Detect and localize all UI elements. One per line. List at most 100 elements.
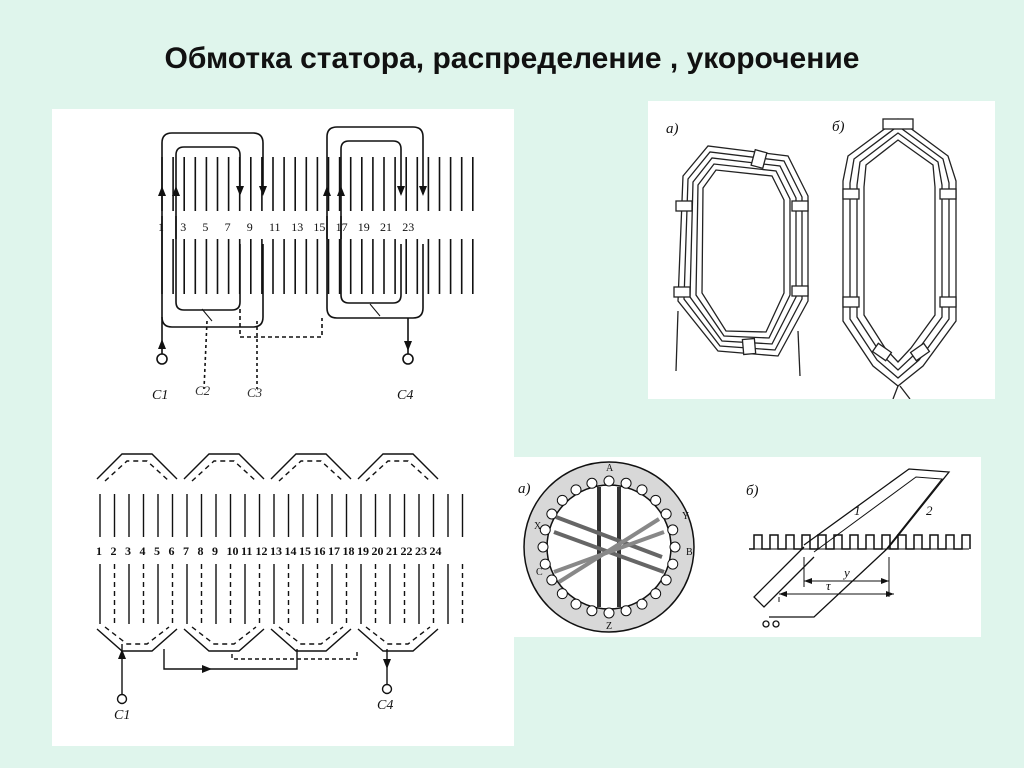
coil-a-drawing — [673, 145, 809, 377]
bottom-slot-number: 11 — [241, 544, 252, 558]
coil-head-bottom — [183, 628, 265, 652]
phase-letter: Y — [682, 511, 689, 522]
bottom-slot-number: 6 — [169, 544, 175, 558]
stator-slot — [620, 605, 632, 617]
coil-1-label: 1 — [854, 503, 861, 518]
handwritten-c2: С2 — [195, 383, 211, 398]
stator-slot — [556, 588, 568, 600]
bottom-slot-number: 20 — [372, 544, 384, 558]
stator-cross-section: A Z B X C Y — [523, 461, 695, 633]
bottom-slot-number: 15 — [299, 544, 311, 558]
bottom-slot-number: 19 — [357, 544, 369, 558]
stator-slot — [556, 494, 568, 506]
handwritten-c3: С3 — [247, 385, 263, 400]
bottom-slot-number: 14 — [285, 544, 297, 558]
bottom-slot-number: 9 — [212, 544, 218, 558]
coil-head-top — [183, 453, 265, 480]
coil-pitch-diagram: 1 2 y τ — [749, 468, 971, 628]
phase-letter: B — [686, 547, 693, 558]
bottom-slot-number: 24 — [430, 544, 442, 558]
bottom-slot-number: 5 — [154, 544, 160, 558]
bottom-terminal-c4: C4 — [377, 698, 393, 713]
bottom-slot-number: 23 — [415, 544, 427, 558]
coil-head-bottom — [357, 628, 439, 652]
phase-letter: A — [606, 463, 614, 474]
phase-letter: X — [534, 521, 542, 532]
top-slot-number: 13 — [291, 220, 303, 234]
coil-shapes-svg: а) б) — [666, 118, 957, 400]
stator-slot — [667, 558, 679, 570]
bottom-slot-number: 10 — [227, 544, 239, 558]
top-slot-number: 11 — [269, 220, 281, 234]
coil-2-label: 2 — [926, 503, 933, 518]
phase-letter: C — [536, 567, 543, 578]
coil-head-bottom — [96, 628, 178, 652]
bottom-terminal-c1: C1 — [114, 708, 130, 723]
top-slot-number: 15 — [313, 220, 325, 234]
coil-label-b: б) — [832, 119, 845, 135]
stator-slot — [586, 477, 598, 489]
top-terminal-c4: C4 — [397, 388, 413, 403]
stator-label-b: б) — [746, 483, 759, 499]
bottom-slot-number: 4 — [140, 544, 146, 558]
coil-b-drawing — [842, 118, 957, 400]
top-slot-lines — [161, 157, 474, 294]
stator-slot — [537, 541, 549, 553]
bottom-slot-number: 18 — [343, 544, 355, 558]
stator-slot — [546, 574, 558, 586]
coil-head-bottom-dashed — [278, 626, 344, 645]
bottom-slot-number: 22 — [401, 544, 413, 558]
coil-head-top — [96, 453, 178, 480]
coil-head-top-dashed — [191, 460, 257, 482]
stator-conductors — [553, 487, 665, 607]
bottom-slot-number: 2 — [111, 544, 117, 558]
stator-label-a: а) — [518, 481, 531, 497]
coil-head-bottom-dashed — [365, 626, 431, 645]
coil-head-top-dashed — [104, 460, 170, 482]
stator-slot — [660, 508, 672, 520]
phase-letter: Z — [606, 621, 612, 632]
bottom-slot-number: 12 — [256, 544, 268, 558]
top-slot-number: 5 — [202, 220, 208, 234]
stator-slot — [650, 588, 662, 600]
stator-slot — [539, 558, 551, 570]
top-slot-number: 23 — [402, 220, 414, 234]
stator-slot — [636, 484, 648, 496]
stator-slot — [650, 494, 662, 506]
stator-slots — [537, 475, 681, 619]
top-slot-number: 21 — [380, 220, 392, 234]
stator-slot — [603, 607, 615, 619]
stator-slot — [586, 605, 598, 617]
stator-slot — [546, 508, 558, 520]
bottom-slot-number: 8 — [198, 544, 204, 558]
coil-head-bottom — [270, 628, 352, 652]
stator-slot — [570, 484, 582, 496]
bottom-slot-number: 16 — [314, 544, 326, 558]
bottom-slot-number: 3 — [125, 544, 131, 558]
stator-slot — [667, 524, 679, 536]
coil-pitch-y-label: y — [842, 565, 850, 580]
pole-pitch-tau-label: τ — [826, 578, 832, 593]
top-terminal-c1: C1 — [152, 388, 168, 403]
coil-label-a: а) — [666, 121, 679, 137]
stator-section-panel: а) б) A Z B X C Y — [514, 457, 981, 637]
top-slot-number: 19 — [358, 220, 370, 234]
top-slot-number: 1 — [158, 220, 164, 234]
top-slot-number: 9 — [247, 220, 253, 234]
stator-slot — [660, 574, 672, 586]
top-slot-number: 7 — [225, 220, 231, 234]
coil-head-bottom-dashed — [191, 626, 257, 645]
bottom-slot-lines — [99, 494, 464, 624]
top-slot-number: 3 — [180, 220, 186, 234]
bottom-coil-heads — [96, 453, 439, 652]
stator-slot — [669, 541, 681, 553]
stator-slot — [636, 598, 648, 610]
bottom-slot-number: 17 — [328, 544, 340, 558]
top-slot-number: 17 — [336, 220, 348, 234]
bottom-slot-number: 7 — [183, 544, 189, 558]
